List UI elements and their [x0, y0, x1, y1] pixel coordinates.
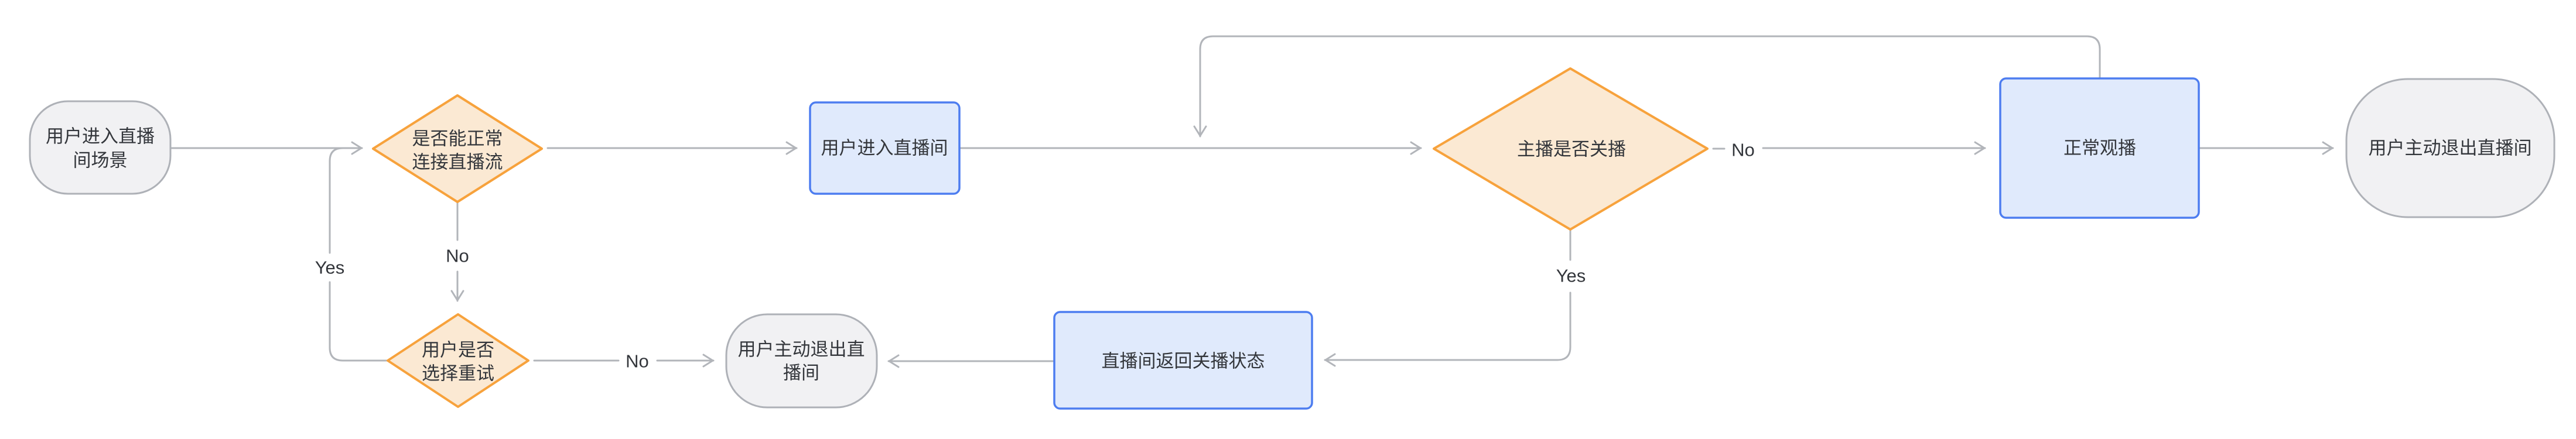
edge-retry-yes-loop [329, 281, 389, 362]
node-exit-room-bottom: 用户主动退出直 播间 [725, 313, 878, 409]
host-closed-label: 主播是否关播 [1517, 139, 1626, 160]
label-retry-no: No [626, 351, 649, 372]
exit-bottom-label-line2: 播间 [783, 363, 819, 383]
exit-right-label: 用户主动退出直播间 [2369, 138, 2532, 159]
connectors [169, 35, 2334, 368]
can-connect-label-line2: 连接直播流 [412, 152, 503, 173]
node-normal-watch: 正常观播 [1999, 77, 2200, 219]
start-label-line1: 用户进入直播 [46, 126, 155, 147]
start-terminal-shape [29, 100, 172, 195]
label-host-closed-no: No [1731, 140, 1755, 160]
label-retry-yes: Yes [315, 258, 345, 278]
node-can-connect: 是否能正常 连接直播流 [372, 94, 543, 203]
closed-state-process-shape [1053, 311, 1313, 410]
label-host-closed-yes: Yes [1556, 266, 1586, 286]
node-host-closed: 主播是否关播 [1433, 67, 1709, 231]
retry-label-line1: 用户是否 [422, 340, 494, 361]
node-retry-choice: 用户是否 选择重试 [387, 313, 529, 408]
node-start: 用户进入直播 间场景 [29, 100, 172, 195]
edge-host-closed-yes-lower [1324, 291, 1571, 367]
retry-decision-shape [387, 313, 529, 408]
node-closed-state: 直播间返回关播状态 [1053, 311, 1313, 410]
can-connect-decision-shape [372, 94, 543, 203]
edge-watch-feedback-loop [1193, 35, 2101, 138]
edge-labels: No Yes No No Yes [315, 140, 1755, 372]
enter-room-label: 用户进入直播间 [821, 138, 948, 159]
exit-bottom-terminal-shape [725, 313, 878, 409]
host-closed-decision-shape [1433, 67, 1709, 231]
label-can-connect-no: No [446, 246, 469, 266]
retry-label-line2: 选择重试 [422, 363, 494, 384]
enter-room-process-shape [809, 101, 961, 195]
node-enter-room: 用户进入直播间 [809, 101, 961, 195]
exit-right-terminal-shape [2345, 78, 2555, 218]
can-connect-label-line1: 是否能正常 [412, 129, 503, 149]
edge-retry-yes-loop-upper [329, 147, 355, 254]
start-label-line2: 间场景 [73, 150, 128, 171]
normal-watch-label: 正常观播 [2063, 138, 2136, 159]
exit-bottom-label-line1: 用户主动退出直 [738, 339, 865, 360]
normal-watch-process-shape [1999, 77, 2200, 219]
closed-state-label: 直播间返回关播状态 [1102, 351, 1265, 372]
node-exit-room-right: 用户主动退出直播间 [2345, 78, 2555, 218]
